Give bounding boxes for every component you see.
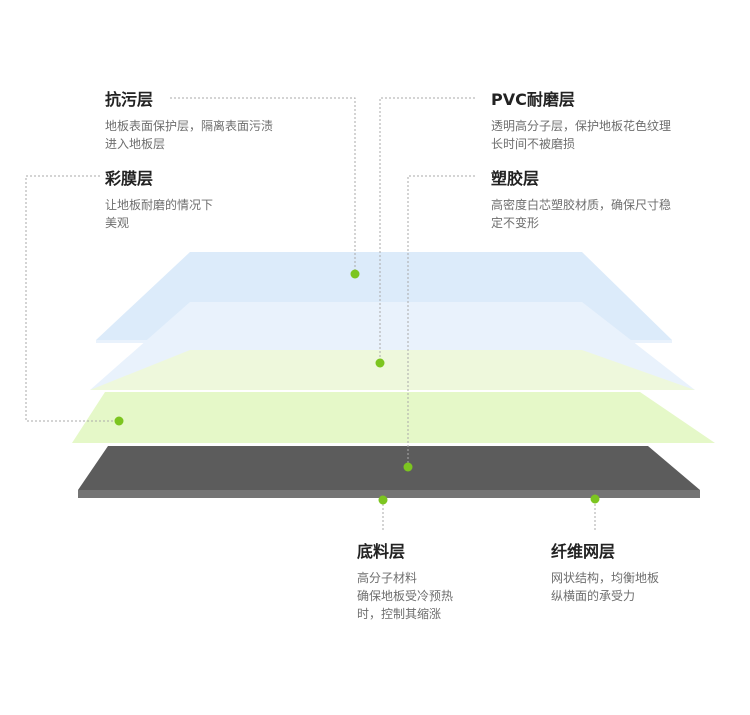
label-title-plastic: 塑胶层 (491, 169, 540, 188)
label-title-base: 底料层 (357, 542, 406, 561)
label-title-antifouling: 抗污层 (105, 90, 154, 109)
label-title-fiber-net: 纤维网层 (551, 542, 616, 561)
label-color-film: 彩膜层 让地板耐磨的情况下 美观 (105, 168, 213, 232)
label-title-color-film: 彩膜层 (105, 169, 154, 188)
leader-line-color-film (25, 175, 118, 422)
label-plastic: 塑胶层 高密度白芯塑胶材质，确保尺寸稳 定不变形 (491, 168, 671, 232)
marker-base (378, 495, 388, 505)
label-desc-color-film: 让地板耐磨的情况下 美观 (105, 198, 214, 230)
label-desc-fiber-net: 网状结构，均衡地板 纵横面的承受力 (551, 571, 660, 603)
marker-color-film (114, 416, 124, 426)
marker-fiber-net (590, 494, 600, 504)
label-desc-antifouling: 地板表面保护层，隔离表面污渍 进入地板层 (105, 119, 274, 151)
layer-color-film (90, 350, 695, 390)
label-antifouling: 抗污层 地板表面保护层，隔离表面污渍 进入地板层 (105, 89, 273, 153)
marker-pvc-wear (375, 358, 385, 368)
label-fiber-net: 纤维网层 网状结构，均衡地板 纵横面的承受力 (551, 541, 659, 605)
label-pvc-wear: PVC耐磨层 透明高分子层，保护地板花色纹理 长时间不被磨损 (491, 89, 671, 153)
label-desc-pvc-wear: 透明高分子层，保护地板花色纹理 长时间不被磨损 (491, 119, 672, 151)
marker-plastic (403, 462, 413, 472)
leader-line-plastic (407, 175, 475, 466)
label-title-pvc-wear: PVC耐磨层 (491, 90, 575, 109)
leader-line-antifouling (170, 97, 356, 272)
label-desc-plastic: 高密度白芯塑胶材质，确保尺寸稳 定不变形 (491, 198, 672, 230)
marker-antifouling (350, 269, 360, 279)
label-desc-base: 高分子材料 确保地板受冷预热 时，控制其缩涨 (357, 571, 454, 621)
label-base: 底料层 高分子材料 确保地板受冷预热 时，控制其缩涨 (357, 541, 453, 623)
layer-plastic (72, 392, 715, 443)
layer-fiber-net (78, 490, 700, 498)
layer-base (78, 446, 700, 490)
